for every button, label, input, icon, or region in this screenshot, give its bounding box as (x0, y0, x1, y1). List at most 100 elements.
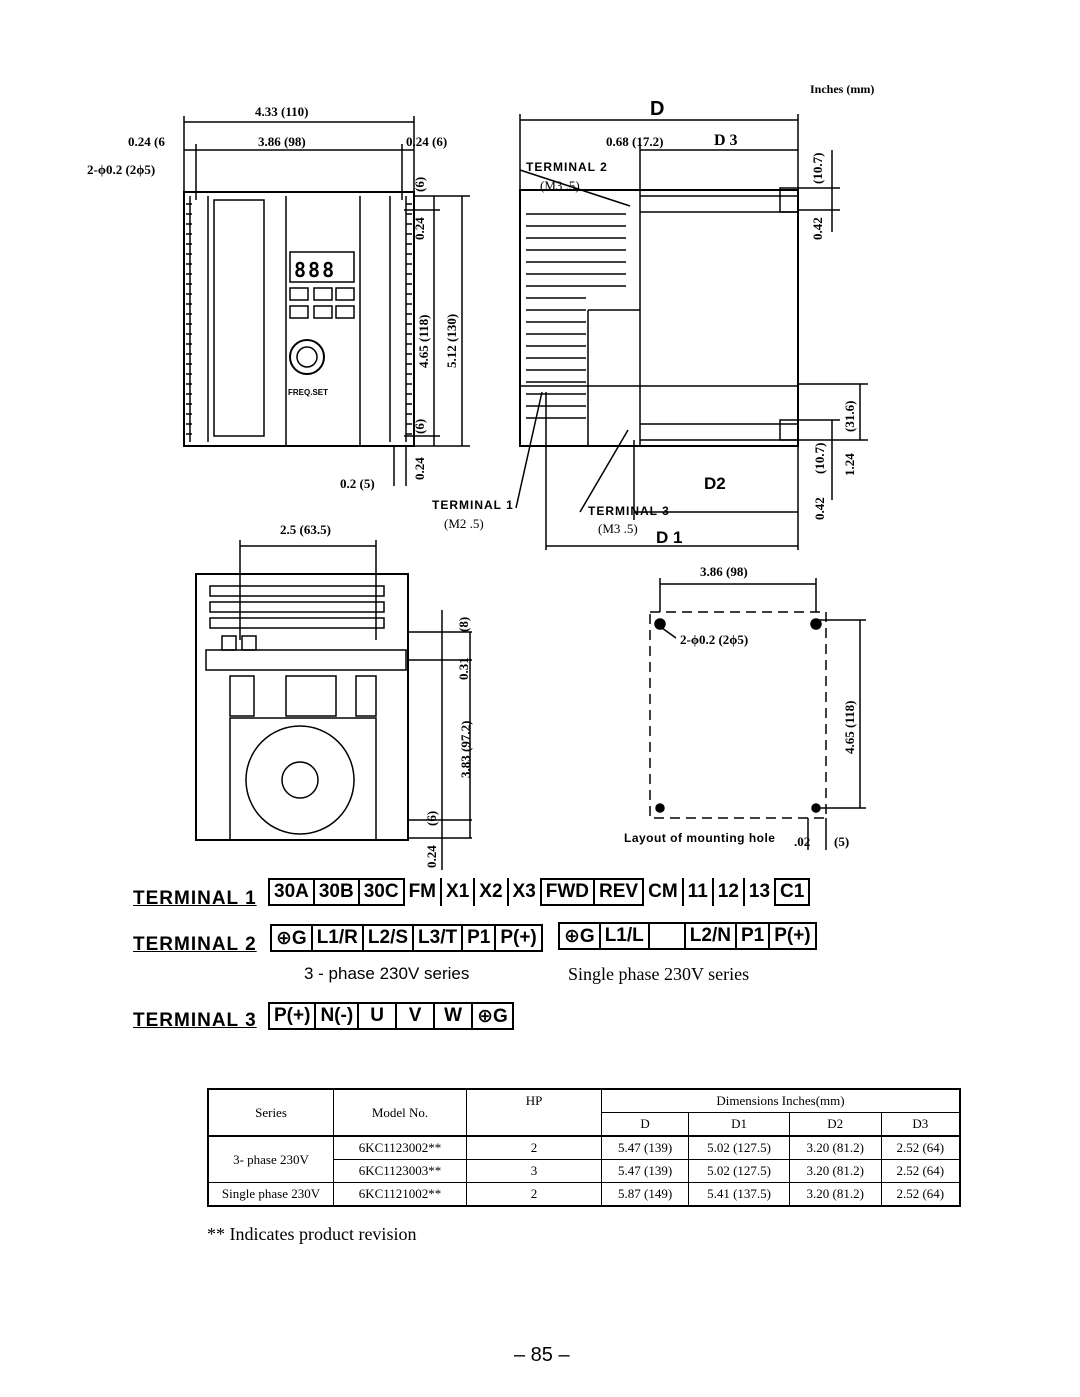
side-bottom-right-mm: (10.7) (812, 442, 827, 474)
terminal-cell: CM (642, 878, 684, 906)
front-view-body (183, 191, 415, 447)
terminal2-three-phase-strip: ⊕G L1/R L2/S L3/T P1 P(+) (270, 924, 543, 952)
terminal3-strip: P(+) N(-) U V W ⊕G (268, 1002, 514, 1030)
terminal3-screw: (M3 .5) (598, 521, 638, 536)
front-bottom-gap: 0.2 (5) (340, 476, 375, 491)
group-three-phase: 3- phase 230V (207, 1135, 334, 1183)
model-cell: 6KC1121002** (333, 1182, 467, 1207)
terminal-cell: 30C (357, 878, 405, 906)
hp-cell: 3 (466, 1159, 602, 1183)
side-d-label: D (650, 98, 665, 120)
single-phase-caption: Single phase 230V series (568, 964, 750, 984)
units-note: Inches (mm) (810, 82, 875, 96)
header-d3: D3 (880, 1112, 961, 1137)
side-d3-label: D 3 (714, 132, 738, 149)
front-left-margin: 0.24 (6 (128, 134, 165, 149)
side-right-in: 1.24 (842, 453, 857, 476)
d-cell: 5.47 (139) (600, 1159, 690, 1183)
front-bottom-offset-in: 0.24 (412, 457, 427, 480)
front-top-offset-in: 0.24 (412, 217, 427, 240)
terminal3-label: TERMINAL 3 (133, 1010, 257, 1031)
three-phase-caption: 3 - phase 230V series (304, 964, 470, 983)
page-number: – 85 – (514, 1344, 570, 1366)
d-cell: 5.87 (149) (600, 1182, 690, 1207)
terminal-cell: P(+) (494, 924, 543, 952)
d1-cell: 5.41 (137.5) (688, 1182, 790, 1207)
terminal-cell: U (357, 1002, 398, 1030)
mounting-height: 4.65 (118) (842, 700, 857, 754)
header-d2: D2 (788, 1112, 882, 1137)
knob-label: FREQ.SET (288, 388, 329, 397)
terminal-cell: REV (593, 878, 645, 906)
terminal1-strip: 30A 30B 30C FM X1 X2 X3 FWD REV CM 11 12… (268, 878, 811, 906)
terminal1-callout: TERMINAL 1 (432, 498, 514, 512)
header-model: Model No. (333, 1088, 467, 1137)
bottom-width: 2.5 (63.5) (280, 522, 331, 537)
terminal-cell: ⊕G (270, 924, 313, 952)
d3-cell: 2.52 (64) (880, 1135, 961, 1160)
terminal-cell: X1 (440, 878, 476, 906)
mounting-hole: 2-ϕ0.2 (2ϕ5) (680, 632, 749, 647)
terminal-cell: P(+) (768, 922, 817, 950)
side-d1-label: D 1 (656, 528, 683, 547)
terminal-cell: V (395, 1002, 436, 1030)
mounting-width: 3.86 (98) (700, 564, 748, 579)
bottom-bottom-in: 0.24 (424, 845, 439, 868)
front-hole-spacing: 4.65 (118) (416, 314, 431, 368)
terminal-cell: 30A (268, 878, 315, 906)
terminal-cell: N(-) (314, 1002, 360, 1030)
terminal-cell: W (433, 1002, 474, 1030)
terminal-cell: ⊕G (558, 922, 601, 950)
d1-cell: 5.02 (127.5) (688, 1159, 790, 1183)
terminal-cell: 11 (681, 878, 714, 906)
header-dimensions: Dimensions Inches(mm) (601, 1088, 961, 1113)
mounting-offset-mm: (5) (834, 834, 850, 849)
terminal-cell: 12 (711, 878, 745, 906)
terminal-cell-blank (647, 922, 686, 950)
terminal-cell: X3 (506, 878, 542, 906)
d2-cell: 3.20 (81.2) (788, 1135, 882, 1160)
side-d3-value: 0.68 (17.2) (606, 134, 664, 149)
d2-cell: 3.20 (81.2) (788, 1159, 882, 1183)
terminal3-callout: TERMINAL 3 (588, 504, 670, 518)
bottom-height: 3.83 (97.2) (458, 720, 473, 778)
hp-cell: 2 (466, 1135, 602, 1160)
bottom-bottom-mm: (6) (424, 810, 439, 826)
group-single-phase: Single phase 230V (207, 1182, 334, 1207)
front-hole: 2-ϕ0.2 (2ϕ5) (87, 162, 156, 177)
front-bottom-offset-mm: (6) (412, 418, 427, 434)
terminal2-callout: TERMINAL 2 (526, 160, 608, 174)
side-d2-label: D2 (704, 474, 726, 493)
d3-cell: 2.52 (64) (880, 1182, 961, 1207)
terminal-cell: X2 (473, 878, 509, 906)
bottom-top-mm: (8) (456, 616, 471, 632)
terminal-cell: C1 (774, 878, 811, 906)
terminal2-screw: (M3 .5) (540, 178, 580, 193)
side-right-mm: (31.6) (842, 400, 857, 432)
terminal-cell: 13 (742, 878, 777, 906)
mounting-outline (649, 611, 827, 819)
terminal2-label: TERMINAL 2 (133, 934, 257, 955)
side-view-body (519, 189, 799, 447)
terminal-cell: L1/L (598, 922, 650, 950)
side-bottom-right-in: 0.42 (812, 497, 827, 520)
header-series: Series (207, 1088, 334, 1137)
model-cell: 6KC1123003** (333, 1159, 467, 1183)
bottom-top-in: 0.31 (456, 657, 471, 680)
header-hp: HP (466, 1088, 602, 1137)
terminal-cell: L2/N (683, 922, 737, 950)
side-top-right-in: 0.42 (810, 217, 825, 240)
terminal2-single-phase-strip: ⊕G L1/L L2/N P1 P(+) (558, 922, 817, 950)
d1-cell: 5.02 (127.5) (688, 1135, 790, 1160)
terminal-cell: P1 (461, 924, 497, 952)
terminal-cell: ⊕G (471, 1002, 514, 1030)
terminal1-screw: (M2 .5) (444, 516, 484, 531)
front-top-offset-mm: (6) (412, 176, 427, 192)
mounting-offset: .02 (794, 834, 811, 849)
d2-cell: 3.20 (81.2) (788, 1182, 882, 1207)
terminal-cell: 30B (312, 878, 360, 906)
mounting-caption: Layout of mounting hole (624, 831, 776, 845)
model-cell: 6KC1123002** (333, 1135, 467, 1160)
terminal1-label: TERMINAL 1 (133, 888, 257, 909)
dimensions-table: Series Model No. HP Dimensions Inches(mm… (207, 1088, 961, 1207)
